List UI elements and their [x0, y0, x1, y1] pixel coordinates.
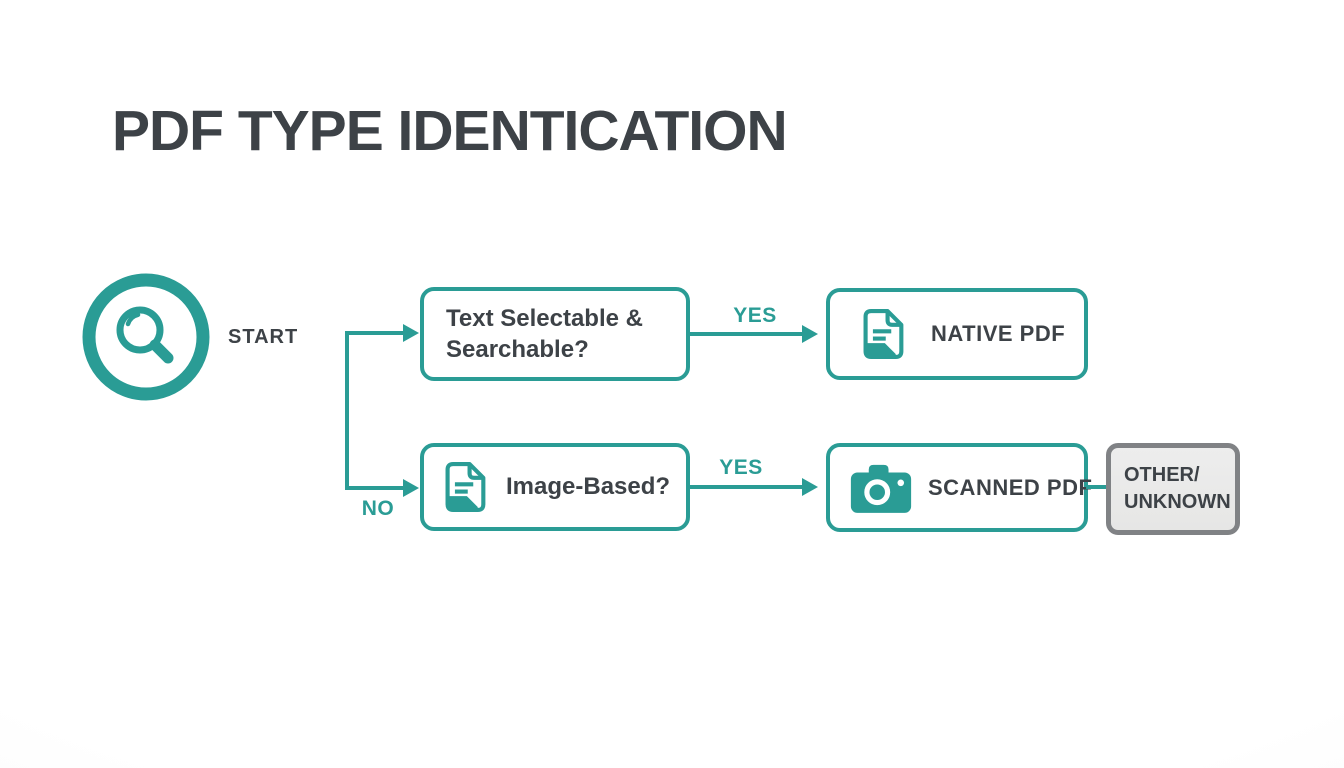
- branch-top-line: [345, 331, 405, 335]
- node-result-native-pdf: NATIVE PDF: [826, 288, 1088, 380]
- image-based-label: Image-Based?: [506, 473, 671, 500]
- yes-scanned-arrowhead-icon: [802, 478, 818, 496]
- decision-text-line1: Text Selectable &: [446, 305, 643, 332]
- other-connector-line: [1086, 485, 1108, 489]
- yes-native-line: [690, 332, 804, 336]
- yes-scanned-line: [690, 485, 804, 489]
- page-title: PDF TYPE IDENTICATION: [112, 99, 788, 163]
- native-pdf-label: NATIVE PDF: [931, 321, 1066, 346]
- branch-vertical-line: [345, 331, 349, 490]
- node-result-scanned-pdf: SCANNED PDF: [826, 443, 1092, 532]
- yes-native-arrowhead-icon: [802, 325, 818, 343]
- document-icon: [861, 308, 905, 360]
- other-label-line2: UNKNOWN: [1124, 491, 1231, 513]
- start-label: START: [228, 326, 299, 348]
- other-label-line1: OTHER/: [1124, 464, 1200, 486]
- branch-bottom-line: [345, 486, 405, 490]
- branch-bottom-arrowhead-icon: [403, 479, 419, 497]
- camera-icon: [849, 460, 913, 515]
- scanned-pdf-label: SCANNED PDF: [928, 474, 1093, 500]
- edge-label-yes-native: YES: [733, 304, 777, 327]
- edge-label-no: NO: [361, 497, 395, 520]
- magnifier-circle-icon: [81, 272, 211, 402]
- node-decision-text-selectable: Text Selectable & Searchable?: [420, 287, 690, 381]
- document-icon: [443, 461, 487, 513]
- branch-top-arrowhead-icon: [403, 324, 419, 342]
- node-decision-image-based: Image-Based?: [420, 443, 690, 531]
- decision-text-line2: Searchable?: [446, 336, 589, 363]
- node-result-other-unknown: OTHER/ UNKNOWN: [1106, 443, 1240, 535]
- edge-label-yes-scanned: YES: [719, 456, 763, 479]
